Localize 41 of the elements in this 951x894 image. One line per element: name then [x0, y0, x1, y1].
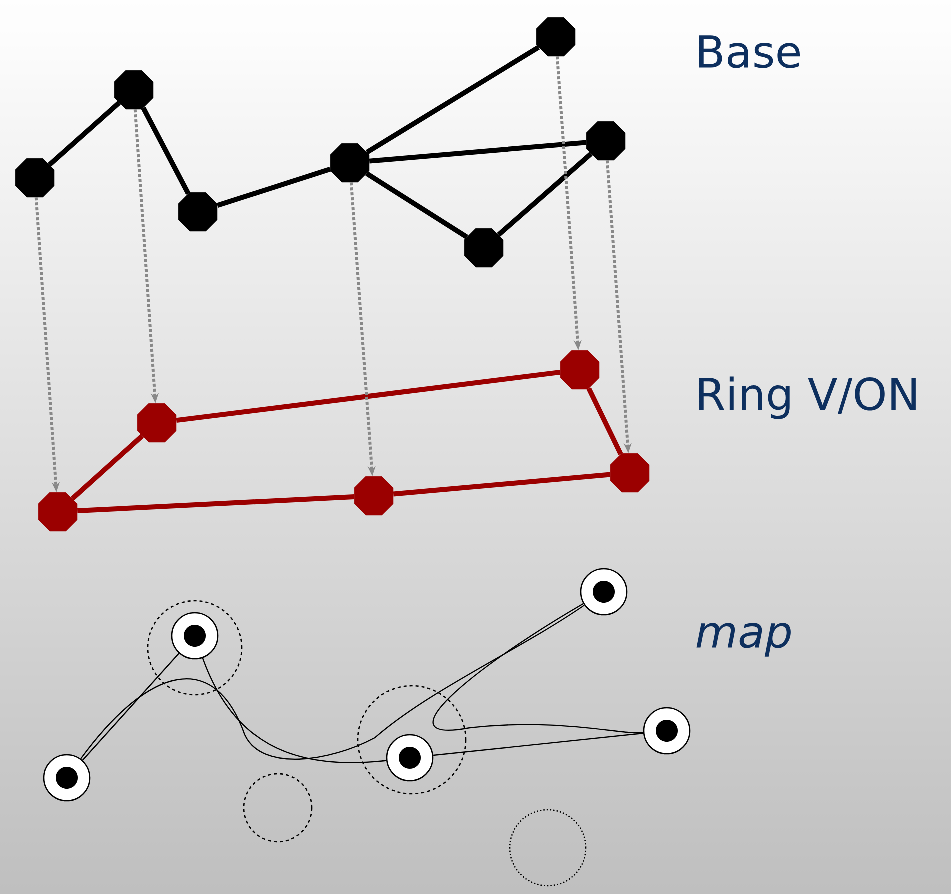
dashed-circle — [243, 773, 313, 843]
dotted-circle — [509, 809, 587, 887]
ring-node — [43, 754, 91, 802]
octagon-node — [330, 143, 370, 183]
connector-line — [77, 494, 355, 514]
octagon-node — [586, 121, 626, 161]
connector-line — [366, 172, 468, 240]
connector-line — [497, 152, 593, 237]
connector-line — [80, 604, 585, 760]
layer-label: Ring V/ON — [700, 376, 916, 420]
octagon-node — [15, 158, 55, 198]
connector-line — [393, 472, 611, 497]
octagon-node — [560, 350, 600, 390]
connector-line — [82, 653, 180, 761]
octagon-node — [178, 192, 218, 232]
ring-node — [171, 612, 219, 660]
dashed-circle — [147, 600, 243, 696]
octagon-node — [610, 453, 650, 493]
connector-line — [366, 45, 540, 155]
connector-line — [216, 166, 332, 208]
connector-line — [48, 101, 121, 167]
connector-line — [202, 658, 387, 764]
octagon-node — [38, 492, 78, 532]
octagon-node — [536, 17, 576, 57]
connector-line — [141, 107, 191, 195]
octagon-node — [114, 70, 154, 110]
dashed-circle — [357, 685, 467, 795]
ring-node — [643, 707, 691, 755]
octagon-node — [464, 228, 504, 268]
layer-label: Base — [700, 36, 800, 68]
connector-line — [70, 434, 144, 501]
octagon-node — [354, 476, 394, 516]
connector-line — [586, 388, 624, 456]
ring-node — [386, 734, 434, 782]
connector-line — [369, 140, 587, 164]
connector-line — [433, 603, 644, 734]
ring-node — [580, 568, 628, 616]
connector-line — [433, 732, 644, 756]
layer-label: map — [696, 623, 791, 657]
octagon-node — [137, 403, 177, 443]
connector-line — [176, 370, 561, 424]
